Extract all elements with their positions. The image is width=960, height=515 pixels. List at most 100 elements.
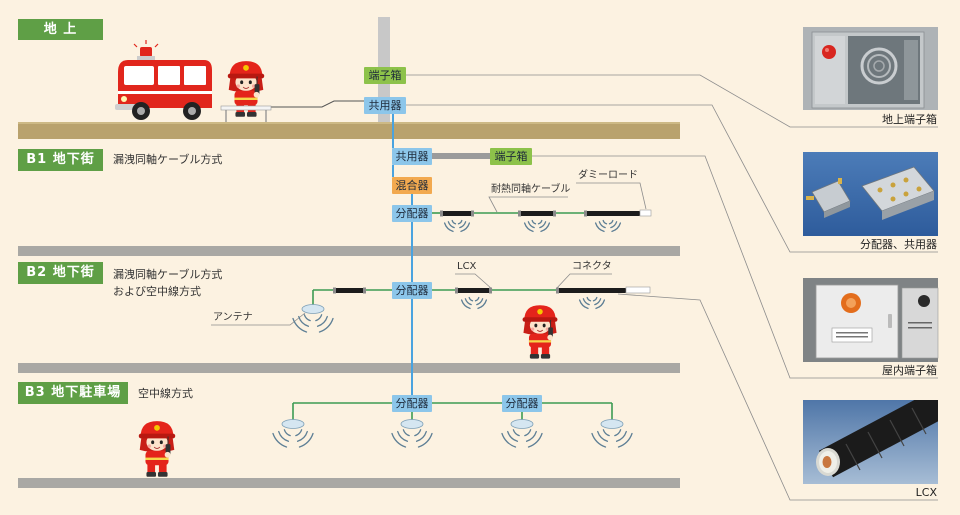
- radio-wave-arc: [464, 298, 472, 306]
- level-label-b3: B3 地下駐車場: [18, 382, 128, 404]
- callout-connector: コネクタ: [572, 261, 612, 272]
- callout-antenna: アンテナ: [213, 312, 253, 323]
- leader-lcx-label: [455, 273, 493, 290]
- radio-waves: [272, 219, 633, 448]
- radio-wave-arc: [414, 429, 422, 437]
- table-icon: [220, 105, 272, 122]
- floor-slab-b3: [18, 478, 680, 488]
- antenna-icon: [600, 419, 624, 429]
- antenna-icon: [400, 419, 424, 429]
- radio-wave-arc: [391, 432, 407, 448]
- radio-wave-arc: [477, 299, 488, 310]
- radio-wave-arc: [594, 298, 602, 306]
- leader-connector: [555, 273, 612, 290]
- lcx-cable-segment: [556, 288, 626, 293]
- b1-mixer: 混合器: [392, 177, 432, 194]
- radio-wave-arc: [272, 432, 288, 448]
- radio-wave-arc: [527, 221, 535, 229]
- radio-wave-arc: [539, 221, 547, 229]
- radio-wave-arc: [611, 222, 622, 233]
- firefighter-icon: [138, 420, 176, 478]
- b3-splitter-2: 分配器: [502, 395, 542, 412]
- radio-wave-arc: [617, 432, 633, 448]
- radio-wave-arc: [397, 430, 409, 442]
- radio-wave-arc: [582, 298, 590, 306]
- lcx-cable-segment: [518, 211, 556, 216]
- leader-antenna: [211, 312, 306, 326]
- radio-wave-arc: [595, 299, 606, 310]
- lcx-cable-segment: [455, 288, 492, 293]
- b1-terminal-box: 端子箱: [490, 148, 532, 165]
- radio-wave-arc: [540, 222, 551, 233]
- level-label-ground: 地 上: [18, 19, 103, 40]
- radio-wave-icon: [391, 429, 433, 448]
- leader-combiner: [406, 104, 938, 253]
- leader-heat-resistant-coax: [488, 196, 568, 213]
- callout-dummy-load: ダミーロード: [578, 170, 638, 181]
- b3-splitter-1: 分配器: [392, 395, 432, 412]
- ground-combiner: 共用器: [364, 97, 406, 114]
- radio-wave-arc: [283, 429, 291, 437]
- connector-cap: [518, 210, 521, 217]
- radio-wave-arc: [501, 432, 517, 448]
- b1-terminal-link: [432, 153, 490, 159]
- radio-wave-arc: [459, 221, 467, 229]
- leader-indoor-terminal-box: [532, 155, 938, 379]
- radio-wave-icon: [460, 296, 488, 310]
- connector-cap: [584, 210, 587, 217]
- radio-wave-arc: [318, 317, 334, 333]
- connector-cap: [333, 287, 336, 294]
- ground-surface-highlight: [18, 122, 680, 124]
- radio-wave-arc: [417, 432, 433, 448]
- callout-heat-resistant-coax: 耐熱同軸ケーブル: [491, 184, 571, 195]
- radio-wave-arc: [460, 222, 471, 233]
- floor-slab-b2: [18, 363, 680, 373]
- photo-caption: 屋内端子箱: [882, 364, 937, 377]
- b1-splitter: 分配器: [392, 205, 432, 222]
- floor-slab-b1: [18, 246, 680, 256]
- radio-connection-line: [266, 100, 364, 108]
- radio-wave-arc: [537, 219, 543, 225]
- photo-caption: 分配器、共用器: [860, 238, 937, 251]
- radio-wave-arc: [614, 429, 622, 437]
- level-label-b2: B2 地下街: [18, 262, 103, 284]
- photo-indoor-terminal-box: [803, 278, 939, 362]
- radio-wave-arc: [592, 296, 598, 302]
- antenna-icon: [301, 304, 325, 314]
- connector-cap: [440, 210, 443, 217]
- leader-lcx: [617, 293, 938, 501]
- radio-wave-icon: [591, 429, 633, 448]
- connector-cap: [471, 210, 474, 217]
- b2-splitter: 分配器: [392, 282, 432, 299]
- radio-wave-icon: [501, 429, 543, 448]
- radio-wave-arc: [507, 430, 519, 442]
- radio-wave-arc: [610, 221, 618, 229]
- radio-wave-icon: [523, 219, 551, 233]
- radio-wave-arc: [402, 429, 410, 437]
- radio-wave-arc: [415, 430, 427, 442]
- ground-terminal-box: 端子箱: [364, 67, 406, 84]
- radio-wave-arc: [531, 219, 537, 225]
- radio-wave-arc: [597, 430, 609, 442]
- leader-dummy-load: [576, 182, 647, 210]
- radio-wave-arc: [578, 299, 589, 310]
- radio-wave-icon: [292, 314, 334, 333]
- radio-wave-arc: [296, 430, 308, 442]
- connector-cap: [363, 287, 366, 294]
- radio-wave-arc: [303, 314, 311, 322]
- callout-lcx: LCX: [457, 261, 477, 272]
- radio-wave-icon: [443, 219, 471, 233]
- antenna-icon: [281, 419, 305, 429]
- radio-wave-arc: [298, 315, 310, 327]
- radio-wave-arc: [598, 221, 606, 229]
- radio-wave-icon: [272, 429, 314, 448]
- photo-caption: LCX: [915, 486, 937, 499]
- b1-combiner: 共用器: [392, 148, 432, 165]
- radio-wave-arc: [591, 432, 607, 448]
- radio-wave-arc: [451, 219, 457, 225]
- radio-wave-arc: [523, 222, 534, 233]
- dummy-load: [625, 286, 651, 294]
- radio-wave-arc: [278, 430, 290, 442]
- photo-splitter-combiner: [803, 152, 938, 236]
- radio-wave-arc: [443, 222, 454, 233]
